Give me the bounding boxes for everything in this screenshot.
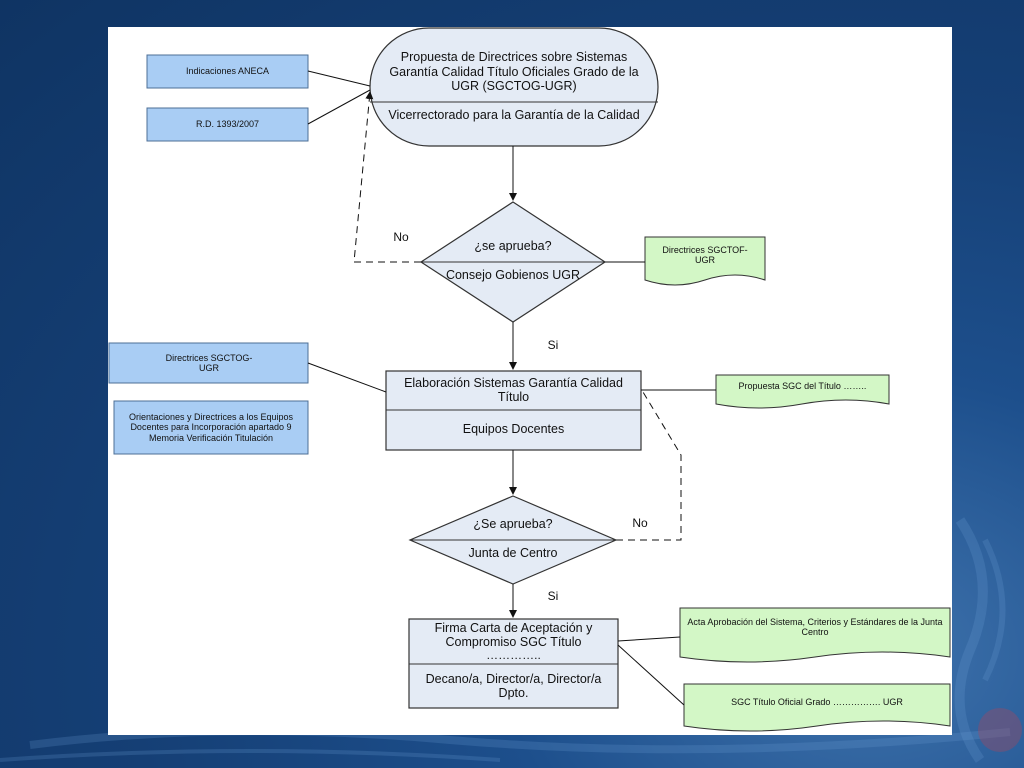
decision1-actor: Consejo Gobienos UGR [445,267,581,282]
document-shape-4 [683,683,951,732]
input-box-directrices [108,342,309,384]
connector-directrices-step2 [307,362,387,393]
doc1-label: Directrices SGCTOF-UGR [662,244,748,265]
input-aneca-label: Indicaciones ANECA [185,66,270,77]
step1-title: Propuesta de Directrices sobre Sistemas … [389,50,639,94]
step3-title: Firma Carta de Aceptación y Compromiso S… [434,620,593,649]
step3-dots: ………….. [486,648,541,663]
step2-title: Elaboración Sistemas Garantía Calidad Tí… [404,375,623,404]
doc2-label: Propuesta SGC del Título …….. [738,380,867,391]
connector-no-loop1 [353,91,421,263]
doc4-label: SGC Título Oficial Grado ……………. UGR [731,696,903,707]
document-shape-2 [715,374,890,409]
decision2-no-label: No [632,516,648,531]
step2-actor: Equipos Docentes [462,421,565,436]
input-directrices-label: Directrices SGCTOG-UGR [165,352,253,373]
document-shape-1 [644,236,766,286]
input-orientaciones-label: Orientaciones y Directrices a los Equipo… [128,411,294,443]
connector-step3-doc4 [617,644,685,706]
decision2-question: ¿Se aprueba? [473,516,553,531]
input-box-rd [146,107,309,142]
decision2-yes-label: Si [547,589,559,604]
connector-rd [307,89,371,125]
step1-shape [369,27,659,147]
decision1-yes-label: Si [547,338,559,353]
decision2-actor: Junta de Centro [468,545,558,560]
decision1-question: ¿se aprueba? [474,238,552,253]
input-box-orientaciones [113,400,309,455]
step3-actor: Decano/a, Director/a, Director/a Dpto. [425,671,602,700]
connector-no-loop2 [616,391,682,541]
connector-aneca [307,70,371,87]
input-rd-label: R.D. 1393/2007 [195,119,260,130]
doc3-label: Acta Aprobación del Sistema, Criterios y… [687,616,943,637]
decision1-no-label: No [393,230,409,245]
document-shape-3 [679,607,951,663]
connector-step3-doc3 [617,636,681,642]
step1-actor: Vicerrectorado para la Garantía de la Ca… [388,107,640,122]
input-box-aneca [146,54,309,89]
